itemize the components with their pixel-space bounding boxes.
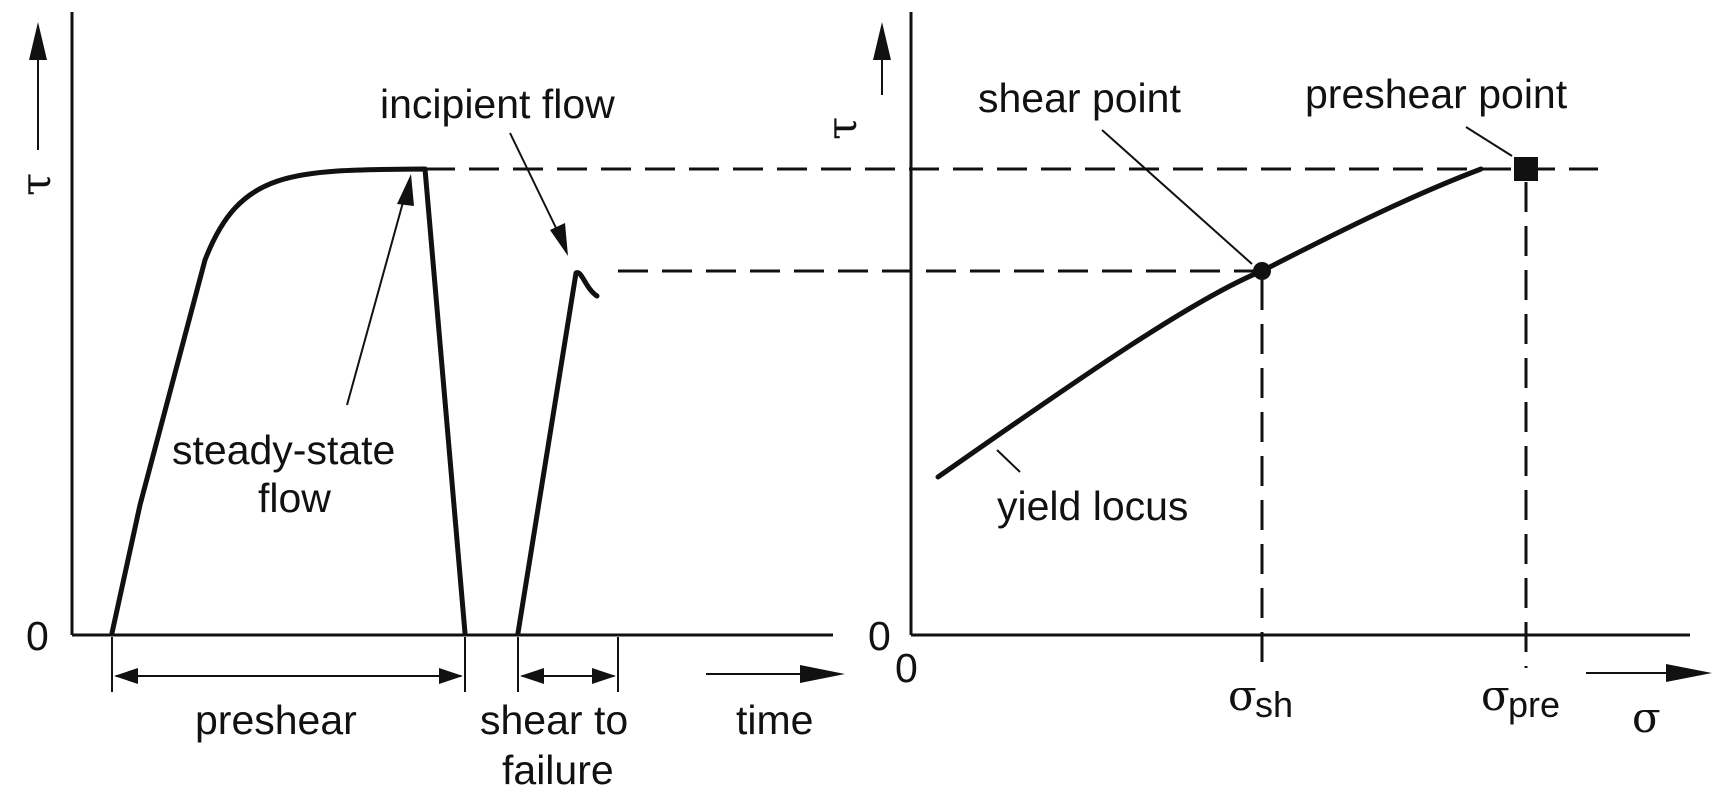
svg-text:σ: σ — [1481, 671, 1510, 720]
sigma-axis-symbol: σ — [1632, 693, 1661, 742]
shear-to-label-line2: failure — [502, 747, 614, 793]
preshear-curve — [109, 166, 468, 636]
right-origin-label-x: 0 — [895, 645, 918, 691]
sigma-axis-arrow — [1586, 664, 1712, 682]
left-plot: τ 0 steady-state flow incipient flow pre… — [11, 12, 845, 793]
shear-point-label: shear point — [978, 75, 1181, 121]
left-tau-symbol: τ — [11, 173, 60, 196]
preshear-dimension — [111, 637, 466, 692]
svg-text:σ: σ — [1228, 671, 1257, 720]
right-plot: τ 0 0 shear point preshear point yield l… — [817, 12, 1712, 742]
shear-point-marker — [1253, 262, 1271, 280]
sigma-sh-label: σ sh — [1228, 671, 1293, 725]
sigma-pre-label: σ pre — [1481, 671, 1560, 725]
svg-text:sh: sh — [1255, 684, 1293, 725]
left-origin-label: 0 — [26, 613, 49, 659]
right-origin-label-y: 0 — [868, 613, 891, 659]
time-arrow — [706, 665, 845, 683]
shear-point-leader — [1101, 129, 1253, 265]
right-tau-symbol: τ — [817, 117, 866, 140]
time-label: time — [736, 697, 813, 743]
preshear-label: preshear — [195, 697, 357, 743]
svg-text:pre: pre — [1508, 684, 1560, 725]
yield-locus-leader — [996, 449, 1021, 473]
steady-state-label-line2: flow — [258, 475, 331, 521]
right-tau-arrow — [873, 22, 891, 95]
incipient-flow-arrow — [509, 132, 568, 256]
incipient-flow-label: incipient flow — [380, 81, 615, 127]
left-tau-arrow — [29, 22, 47, 150]
shear-to-failure-curve — [515, 270, 600, 636]
yield-locus-curve — [935, 166, 1484, 480]
steady-state-arrow — [346, 174, 414, 406]
preshear-point-marker — [1514, 157, 1538, 181]
preshear-point-label: preshear point — [1305, 71, 1568, 117]
steady-state-label-line1: steady-state — [172, 427, 395, 473]
yield-locus-label: yield locus — [997, 483, 1188, 529]
preshear-point-leader — [1465, 126, 1513, 157]
shear-to-failure-dimension — [517, 637, 619, 692]
shear-to-label-line1: shear to — [480, 697, 628, 743]
